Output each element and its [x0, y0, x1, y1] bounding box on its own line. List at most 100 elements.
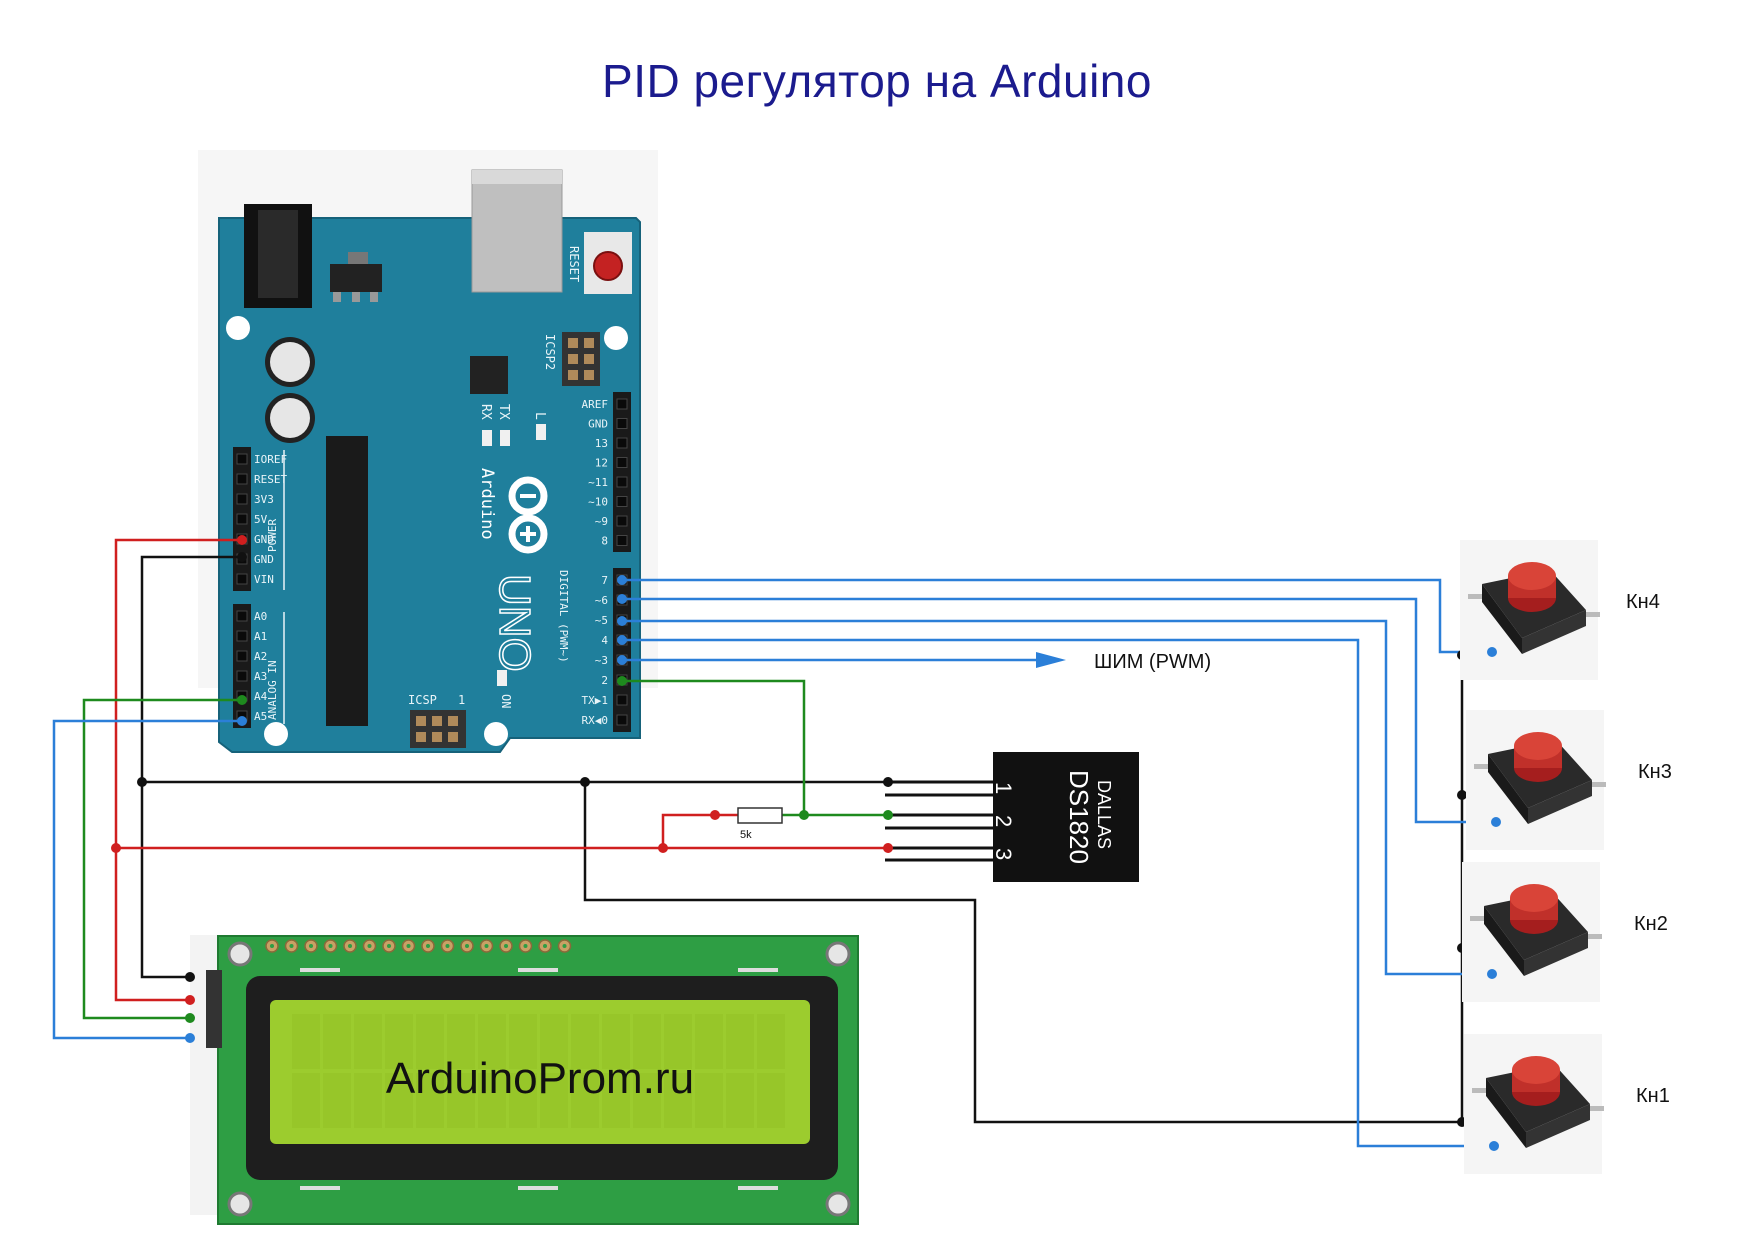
wire-d5-kn2 — [622, 619, 1494, 976]
power-pin-2 — [236, 493, 248, 505]
push-button-2[interactable] — [1466, 710, 1606, 850]
page-title: PID регулятор на Arduino — [602, 55, 1152, 107]
digital-top-pin-6 — [616, 515, 628, 527]
wire-d4-kn1 — [622, 638, 1496, 1148]
push-button-3[interactable] — [1462, 862, 1602, 1002]
sensor-brand: DALLAS — [1094, 780, 1114, 849]
pwm-label: ШИМ (PWM) — [1094, 651, 1211, 673]
digital-top-pin-4 — [616, 476, 628, 488]
led-l-label: L — [532, 412, 547, 420]
power-pin-label: GND — [254, 533, 274, 546]
button-label-2: Кн3 — [1638, 761, 1672, 783]
pin-connection-dots — [237, 535, 627, 726]
analog-group-label: ANALOG IN — [266, 660, 279, 720]
power-pin-label: 5V — [254, 513, 268, 526]
wire-gnd-buttons — [583, 782, 1462, 1124]
digital-top-pin-label: ~10 — [588, 496, 608, 509]
arduino-uno-board: RESET ICSP2 L TX RX — [198, 150, 658, 753]
analog-pin-2 — [236, 650, 248, 662]
icsp2-label: ICSP2 — [543, 334, 557, 370]
analog-pin-label: A2 — [254, 650, 267, 663]
digital-top-pin-label: 13 — [595, 437, 608, 450]
analog-pin-0 — [236, 610, 248, 622]
sensor-pin-2: 2 — [991, 815, 1016, 827]
digital-top-pin-1 — [616, 418, 628, 429]
digital-top-pin-7 — [616, 535, 628, 546]
digital-bottom-pin-label: 2 — [601, 674, 608, 687]
digital-top-pin-3 — [616, 457, 628, 468]
sensor-pin-3: 3 — [991, 848, 1016, 860]
led-tx-label: TX — [496, 404, 511, 420]
digital-top-pin-label: ~9 — [595, 515, 608, 528]
digital-top-pin-label: 12 — [595, 457, 608, 470]
wire-a4-lcd — [82, 698, 242, 1020]
wire-5v-lcd — [114, 538, 242, 1002]
digital-top-pin-label: AREF — [582, 398, 609, 411]
power-pin-label: RESET — [254, 473, 287, 486]
icsp-label: ICSP — [408, 693, 437, 707]
digital-top-pin-0 — [616, 398, 628, 410]
analog-pin-label: A3 — [254, 670, 267, 683]
brand-label: Arduino — [477, 468, 497, 540]
power-pin-3 — [236, 513, 248, 525]
digital-bottom-pin-label: TX▶1 — [582, 694, 609, 707]
resistor-5k — [737, 807, 783, 824]
analog-pin-label: A4 — [254, 690, 268, 703]
wire-d6-kn3 — [622, 597, 1498, 824]
power-pin-label: IOREF — [254, 453, 287, 466]
sensor-pin-1: 1 — [991, 782, 1016, 794]
lcd-header-pins — [185, 972, 195, 1043]
led-rx-label: RX — [478, 404, 493, 420]
power-group-label: POWER — [266, 519, 279, 552]
lcd-character-cells — [292, 1014, 785, 1128]
on-label: ON — [499, 694, 513, 708]
digital-bottom-pin-label: ~5 — [595, 614, 608, 627]
button-label-4: Кн1 — [1636, 1085, 1670, 1107]
digital-bottom-pin-label: ~6 — [595, 594, 608, 607]
model-label: UNO — [490, 574, 539, 672]
reset-button[interactable] — [593, 251, 623, 281]
wire-a5-lcd — [52, 719, 242, 1040]
digital-group-label: DIGITAL (PWM~) — [557, 570, 570, 663]
digital-top-pin-label: ~11 — [588, 476, 608, 489]
power-pin-label: GND — [254, 553, 274, 566]
lcd-pin-pads — [265, 939, 572, 953]
icsp2-header — [562, 332, 600, 386]
ds1820-sensor — [883, 752, 1139, 882]
arduino-logo-icon — [508, 476, 548, 554]
usb-port — [471, 169, 563, 293]
digital-bottom-pin-6 — [616, 694, 628, 706]
atmega-chip — [326, 436, 368, 726]
digital-bottom-pin-label: ~3 — [595, 654, 608, 667]
wire-d2-sensor — [622, 679, 885, 817]
digital-bottom-pin-label: 7 — [601, 574, 608, 587]
digital-top-pin-5 — [616, 496, 628, 507]
icsp-pin1-label: 1 — [458, 693, 465, 707]
power-pin-0 — [236, 453, 248, 465]
icsp-header — [410, 710, 466, 748]
button-label-3: Кн2 — [1634, 913, 1668, 935]
push-button-4[interactable] — [1464, 1034, 1604, 1174]
button-label-1: Кн4 — [1626, 591, 1660, 613]
analog-pin-1 — [236, 630, 248, 642]
digital-top-pin-label: GND — [588, 418, 608, 431]
lcd-text: ArduinoProm.ru — [386, 1054, 694, 1103]
reset-label: RESET — [567, 246, 581, 282]
resistor-label: 5k — [740, 829, 752, 841]
pwm-arrow-icon — [1036, 652, 1066, 668]
wire-gnd-lcd — [140, 555, 242, 979]
analog-pin-3 — [236, 670, 248, 682]
power-pin-label: 3V3 — [254, 493, 274, 506]
analog-pin-label: A1 — [254, 630, 267, 643]
power-pin-6 — [236, 573, 248, 585]
power-pin-1 — [236, 473, 248, 485]
digital-bottom-pin-label: RX◀0 — [582, 714, 609, 727]
analog-pin-label: A5 — [254, 710, 267, 723]
digital-bottom-pin-label: 4 — [601, 634, 608, 647]
push-button-1[interactable] — [1460, 540, 1600, 680]
wire-5v-resistor — [661, 813, 738, 848]
